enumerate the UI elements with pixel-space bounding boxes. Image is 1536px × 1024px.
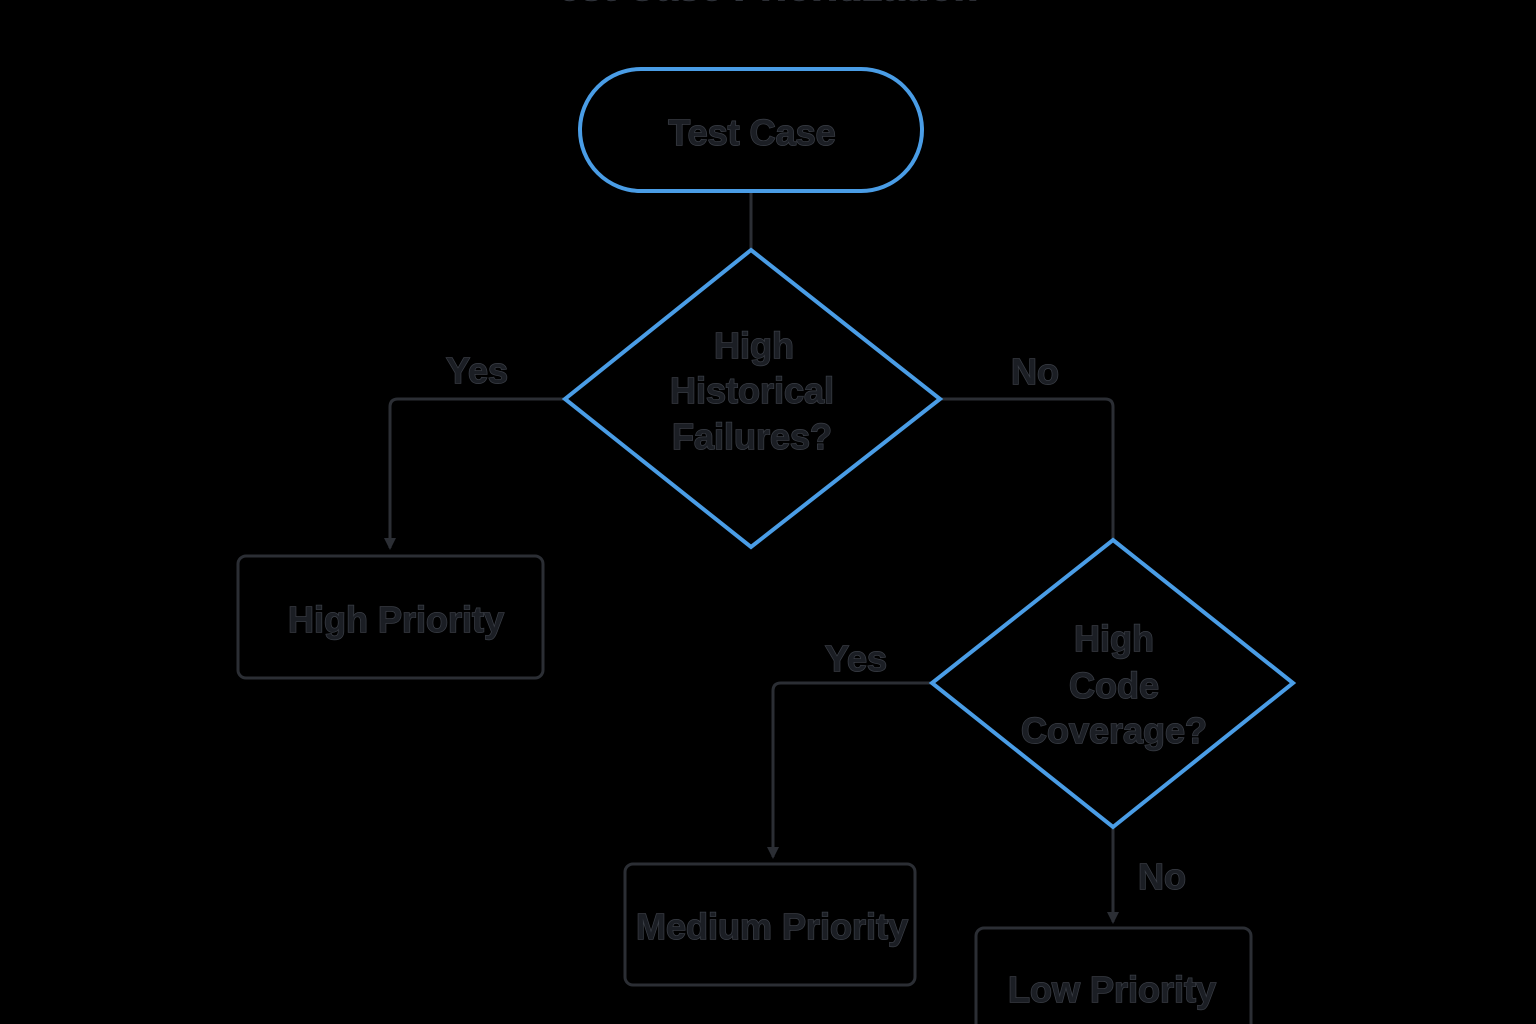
edge-label-failures-yes: Yes <box>446 350 508 391</box>
decision-failures-line-2: Historical <box>670 370 834 411</box>
connector-coverage-yes <box>767 681 932 859</box>
start-node: Test Case <box>578 67 924 193</box>
decision-code-coverage: High Code Coverage? <box>928 537 1297 830</box>
edge-label-coverage-yes: Yes <box>825 638 887 679</box>
medium-priority-node: Medium Priority <box>623 862 917 987</box>
connector-failures-yes <box>384 397 565 550</box>
edge-label-coverage-no: No <box>1138 856 1186 897</box>
medium-priority-box <box>623 862 917 987</box>
edge-label-failures-no: No <box>1011 351 1059 392</box>
high-priority-label: High Priority <box>288 599 504 640</box>
decision-coverage-line-1: High <box>1074 618 1154 659</box>
low-priority-box <box>974 926 1253 1024</box>
decision-failures-line-3: Failures? <box>672 416 832 457</box>
decision-shape <box>928 537 1297 830</box>
high-priority-box <box>236 554 545 680</box>
decision-coverage-line-3: Coverage? <box>1021 710 1207 751</box>
decision-historical-failures: High Historical Failures? <box>561 247 944 550</box>
low-priority-node: Low Priority <box>974 926 1253 1024</box>
decision-coverage-line-2: Code <box>1069 665 1159 706</box>
start-label: Test Case <box>668 112 835 153</box>
diagram-title: est Case Prioritization <box>558 0 978 9</box>
start-terminal-shape <box>578 67 924 193</box>
decision-failures-line-1: High <box>714 325 794 366</box>
high-priority-node: High Priority <box>236 554 545 680</box>
low-priority-label: Low Priority <box>1008 969 1216 1010</box>
decision-shape <box>561 247 944 550</box>
medium-priority-label: Medium Priority <box>636 906 908 947</box>
connectors <box>384 192 1119 924</box>
connector-failures-no <box>940 397 1115 540</box>
